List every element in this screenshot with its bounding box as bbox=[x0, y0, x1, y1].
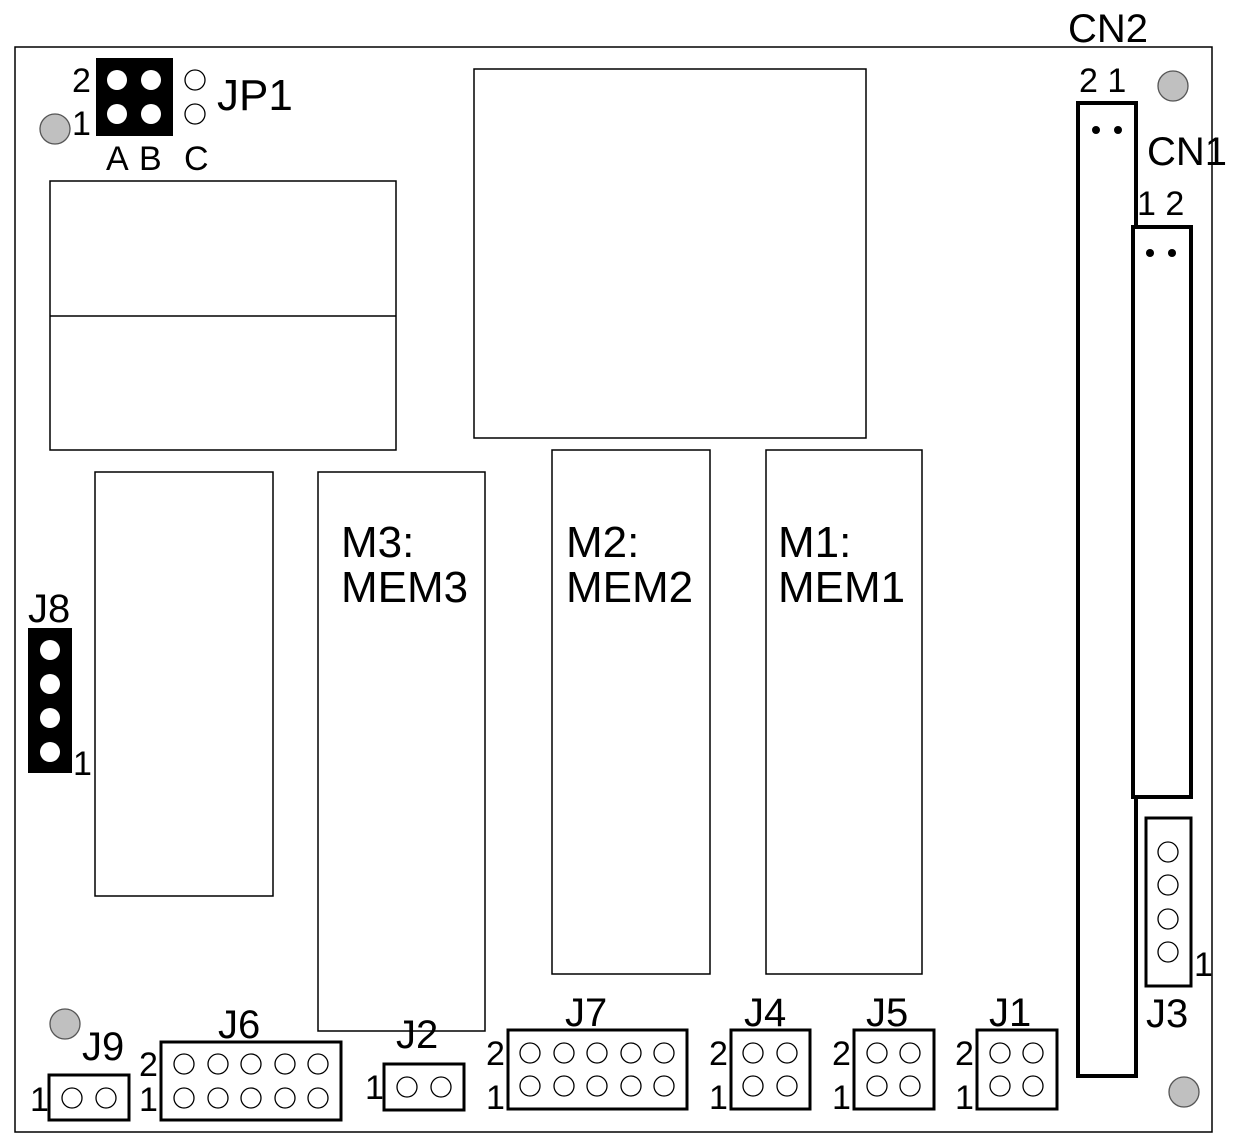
pin bbox=[742, 1042, 764, 1064]
pin bbox=[620, 1042, 642, 1064]
j3-pin1: 1 bbox=[1194, 946, 1213, 984]
j5-pin2: 2 bbox=[832, 1035, 851, 1073]
j4-pin2: 2 bbox=[709, 1035, 728, 1073]
m3-name: MEM3 bbox=[341, 563, 468, 612]
jp1-col-c: C bbox=[184, 140, 209, 178]
j1-pin2: 2 bbox=[955, 1035, 974, 1073]
pin bbox=[866, 1075, 888, 1097]
j1-label: J1 bbox=[989, 991, 1031, 1035]
memory-m1: M1: MEM1 bbox=[765, 449, 923, 975]
component-left-socket bbox=[94, 471, 274, 897]
j3-label: J3 bbox=[1146, 992, 1188, 1036]
pin bbox=[274, 1053, 296, 1075]
jp1-row2: 2 bbox=[72, 62, 91, 100]
cn1-pins: 1 2 bbox=[1137, 185, 1184, 223]
j4-label: J4 bbox=[744, 991, 786, 1035]
j6-label: J6 bbox=[218, 1003, 260, 1047]
j1-pin1: 1 bbox=[955, 1079, 974, 1117]
header-j5: J5 2 1 bbox=[832, 991, 936, 1117]
pin bbox=[173, 1087, 195, 1109]
cn2-label: CN2 bbox=[1068, 7, 1148, 51]
component-upper-left bbox=[49, 180, 397, 451]
header-j4: J4 2 1 bbox=[709, 991, 812, 1117]
m2-ref: M2: bbox=[566, 518, 639, 567]
connector-cn1: CN1 1 2 bbox=[1131, 130, 1227, 799]
j7-label: J7 bbox=[565, 991, 607, 1035]
j9-label: J9 bbox=[82, 1025, 124, 1069]
pin bbox=[307, 1053, 329, 1075]
pin bbox=[207, 1087, 229, 1109]
pin bbox=[396, 1076, 418, 1098]
header-j7: J7 2 1 bbox=[486, 991, 689, 1117]
pin bbox=[274, 1087, 296, 1109]
cn2-pins: 2 1 bbox=[1079, 62, 1126, 100]
pin bbox=[653, 1042, 675, 1064]
mounting-hole bbox=[49, 1008, 81, 1040]
pin bbox=[899, 1075, 921, 1097]
j7-pin1: 1 bbox=[486, 1079, 505, 1117]
pin bbox=[61, 1087, 83, 1109]
pin bbox=[553, 1075, 575, 1097]
pin bbox=[553, 1042, 575, 1064]
mounting-hole bbox=[39, 113, 71, 145]
pin bbox=[430, 1076, 452, 1098]
pin bbox=[519, 1042, 541, 1064]
header-j8: J8 1 bbox=[28, 587, 92, 783]
header-j3: 1 J3 bbox=[1144, 816, 1213, 1036]
m1-ref: M1: bbox=[778, 518, 851, 567]
pin bbox=[620, 1075, 642, 1097]
m2-name: MEM2 bbox=[566, 563, 693, 612]
pin bbox=[307, 1087, 329, 1109]
pin bbox=[866, 1042, 888, 1064]
j2-pin1: 1 bbox=[365, 1069, 384, 1107]
mounting-hole bbox=[1168, 1076, 1200, 1108]
pin bbox=[899, 1042, 921, 1064]
pin bbox=[240, 1087, 262, 1109]
j8-label: J8 bbox=[28, 587, 70, 631]
jumper-jp1: 2 1 JP1 A B C bbox=[72, 58, 293, 178]
pin bbox=[776, 1075, 798, 1097]
jp1-row1: 1 bbox=[72, 105, 91, 143]
pin bbox=[1022, 1075, 1044, 1097]
component-cpu bbox=[473, 68, 867, 439]
m3-ref: M3: bbox=[341, 518, 414, 567]
j4-pin1: 1 bbox=[709, 1079, 728, 1117]
pin bbox=[586, 1075, 608, 1097]
pin bbox=[207, 1053, 229, 1075]
pin bbox=[95, 1087, 117, 1109]
pin bbox=[173, 1053, 195, 1075]
j5-pin1: 1 bbox=[832, 1079, 851, 1117]
m1-name: MEM1 bbox=[778, 563, 905, 612]
j8-pin1: 1 bbox=[73, 745, 92, 783]
j6-pin2: 2 bbox=[139, 1046, 158, 1084]
j6-pin1: 1 bbox=[139, 1081, 158, 1119]
j9-pin1: 1 bbox=[30, 1081, 49, 1119]
jp1-col-a: A bbox=[106, 140, 129, 178]
pin bbox=[1022, 1042, 1044, 1064]
jp1-col-b: B bbox=[139, 140, 162, 178]
header-j2: J2 1 bbox=[365, 1013, 466, 1112]
pin bbox=[742, 1075, 764, 1097]
pin bbox=[653, 1075, 675, 1097]
connector-cn2: CN2 2 1 bbox=[1068, 7, 1148, 1078]
header-j6: J6 21 bbox=[139, 1003, 343, 1122]
memory-m2: M2: MEM2 bbox=[551, 449, 711, 975]
pin bbox=[519, 1075, 541, 1097]
cn1-label: CN1 bbox=[1147, 130, 1227, 174]
pin bbox=[989, 1042, 1011, 1064]
mounting-hole bbox=[1157, 70, 1189, 102]
pin bbox=[586, 1042, 608, 1064]
memory-m3: M3: MEM3 bbox=[317, 471, 486, 1032]
pin bbox=[240, 1053, 262, 1075]
pin bbox=[989, 1075, 1011, 1097]
jp1-label: JP1 bbox=[217, 71, 293, 120]
j2-label: J2 bbox=[396, 1013, 438, 1057]
header-j9: J9 1 bbox=[30, 1025, 131, 1122]
pin bbox=[776, 1042, 798, 1064]
header-j1: J1 2 1 bbox=[955, 991, 1059, 1117]
j7-pin2: 2 bbox=[486, 1035, 505, 1073]
j5-label: J5 bbox=[866, 991, 908, 1035]
